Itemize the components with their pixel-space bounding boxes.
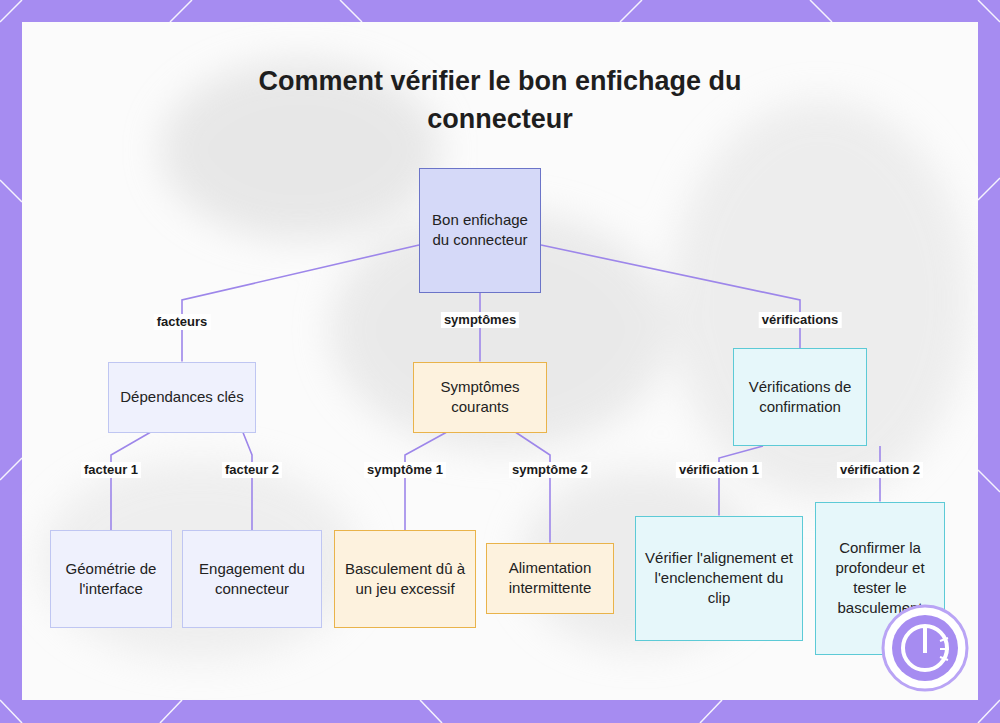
node-label: Dépendances clés xyxy=(120,387,243,407)
edge-label: vérification 1 xyxy=(676,462,762,478)
leaf-box: Géométrie de l'interface xyxy=(50,530,172,628)
brand-logo xyxy=(880,603,970,693)
connector-line xyxy=(516,433,550,543)
category-box: Vérifications de confirmation xyxy=(733,348,867,446)
edge-label: symptôme 1 xyxy=(364,462,446,478)
edge-label: facteurs xyxy=(154,314,211,330)
edge-label: facteur 1 xyxy=(81,462,141,478)
connector-line xyxy=(405,433,446,531)
node-label: Alimentation intermittente xyxy=(495,558,605,598)
node-label: Symptômes courants xyxy=(422,377,538,417)
edge-label: vérifications xyxy=(759,312,842,328)
category-box: Dépendances clés xyxy=(108,362,256,433)
edge-label: symptômes xyxy=(441,312,519,328)
connector-line xyxy=(719,446,763,516)
diagram-title: Comment vérifier le bon enfichage du con… xyxy=(200,62,800,138)
node-label: Vérifications de confirmation xyxy=(742,377,858,417)
node-label: Géométrie de l'interface xyxy=(59,559,163,599)
category-box: Symptômes courants xyxy=(413,362,547,433)
node-label: Bon enfichage du connecteur xyxy=(428,210,532,250)
node-label: Basculement dû à un jeu excessif xyxy=(343,559,467,599)
connector-line xyxy=(243,433,252,531)
connector-line xyxy=(111,433,150,531)
edge-label: vérification 2 xyxy=(837,462,923,478)
leaf-box: Alimentation intermittente xyxy=(486,543,614,614)
edge-label: facteur 2 xyxy=(222,462,282,478)
node-label: Vérifier l'alignement et l'enclenchement… xyxy=(644,548,794,608)
connector-line xyxy=(182,245,419,362)
leaf-box: Vérifier l'alignement et l'enclenchement… xyxy=(635,516,803,641)
connector-line xyxy=(541,245,800,348)
root-box: Bon enfichage du connecteur xyxy=(419,168,541,293)
edge-label: symptôme 2 xyxy=(509,462,591,478)
node-label: Engagement du connecteur xyxy=(191,559,313,599)
leaf-box: Basculement dû à un jeu excessif xyxy=(334,530,476,628)
leaf-box: Engagement du connecteur xyxy=(182,530,322,628)
